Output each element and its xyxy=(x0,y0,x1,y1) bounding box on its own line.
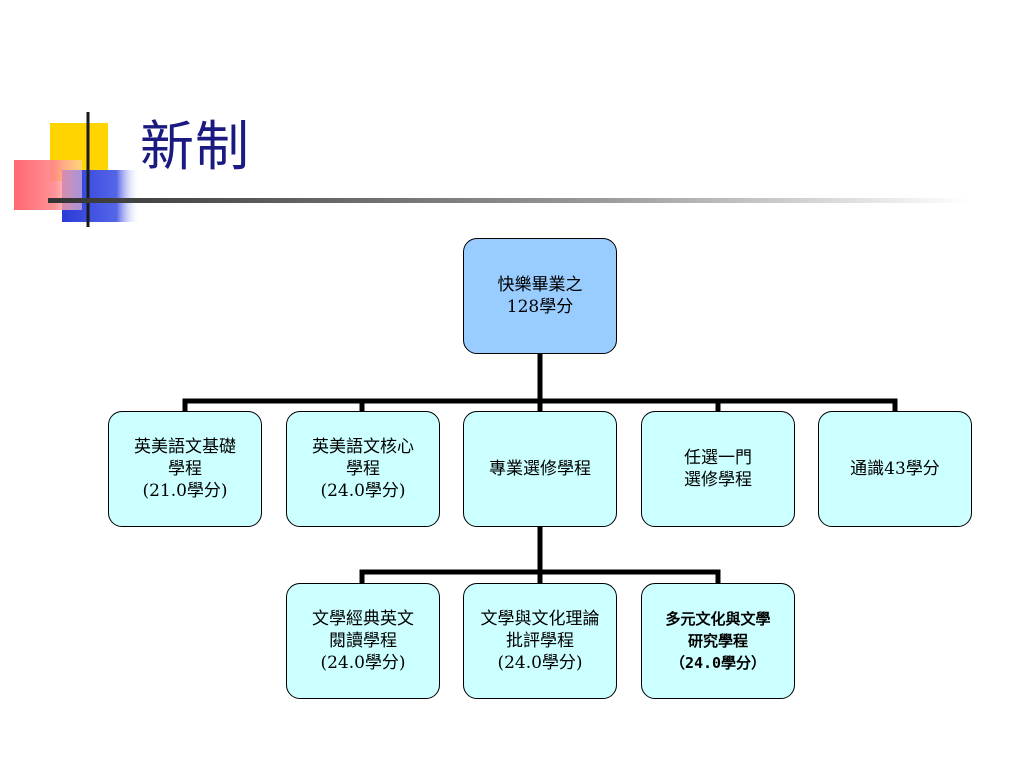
node-literary-classics: 文學經典英文 閱讀學程 (24.0學分) xyxy=(286,583,440,699)
node-english-foundation: 英美語文基礎 學程 (21.0學分) xyxy=(108,411,262,527)
title-decoration xyxy=(14,112,968,227)
title-underline xyxy=(48,198,968,203)
node-general-education: 通識43學分 xyxy=(818,411,972,527)
node-root-line-1: 快樂畢業之 xyxy=(497,275,583,295)
node-line: 多元文化與文學 xyxy=(665,610,771,628)
node-line: 研究學程 xyxy=(687,632,748,650)
node-root: 快樂畢業之 128學分 xyxy=(463,238,617,354)
node-line: 學程 xyxy=(346,459,380,479)
node-multicultural-literature: 多元文化與文學 研究學程 （24.0學分） xyxy=(641,583,795,699)
node-line: 通識43學分 xyxy=(850,459,940,479)
node-professional-elective: 專業選修學程 xyxy=(463,411,617,527)
node-line: (21.0學分) xyxy=(142,481,228,501)
node-root-line-2: 128學分 xyxy=(506,297,574,317)
node-line: 英美語文核心 xyxy=(312,437,414,457)
node-line: (24.0學分) xyxy=(320,481,406,501)
node-line: 英美語文基礎 xyxy=(134,437,236,457)
node-literary-theory: 文學與文化理論 批評學程 (24.0學分) xyxy=(463,583,617,699)
node-line: （24.0學分） xyxy=(669,654,767,672)
node-line: 任選一門 xyxy=(684,448,752,468)
node-line: 文學經典英文 xyxy=(312,609,414,629)
node-line: 學程 xyxy=(168,459,202,479)
node-line: 閱讀學程 xyxy=(329,631,397,651)
node-line: 選修學程 xyxy=(684,470,752,490)
slide-title: 新制 xyxy=(140,115,250,178)
node-choose-one-elective: 任選一門 選修學程 xyxy=(641,411,795,527)
node-line: 文學與文化理論 xyxy=(480,609,600,629)
node-line: 專業選修學程 xyxy=(489,459,591,479)
node-english-core: 英美語文核心 學程 (24.0學分) xyxy=(286,411,440,527)
node-line: (24.0學分) xyxy=(320,653,406,673)
node-line: (24.0學分) xyxy=(497,653,583,673)
node-line: 批評學程 xyxy=(506,631,574,651)
